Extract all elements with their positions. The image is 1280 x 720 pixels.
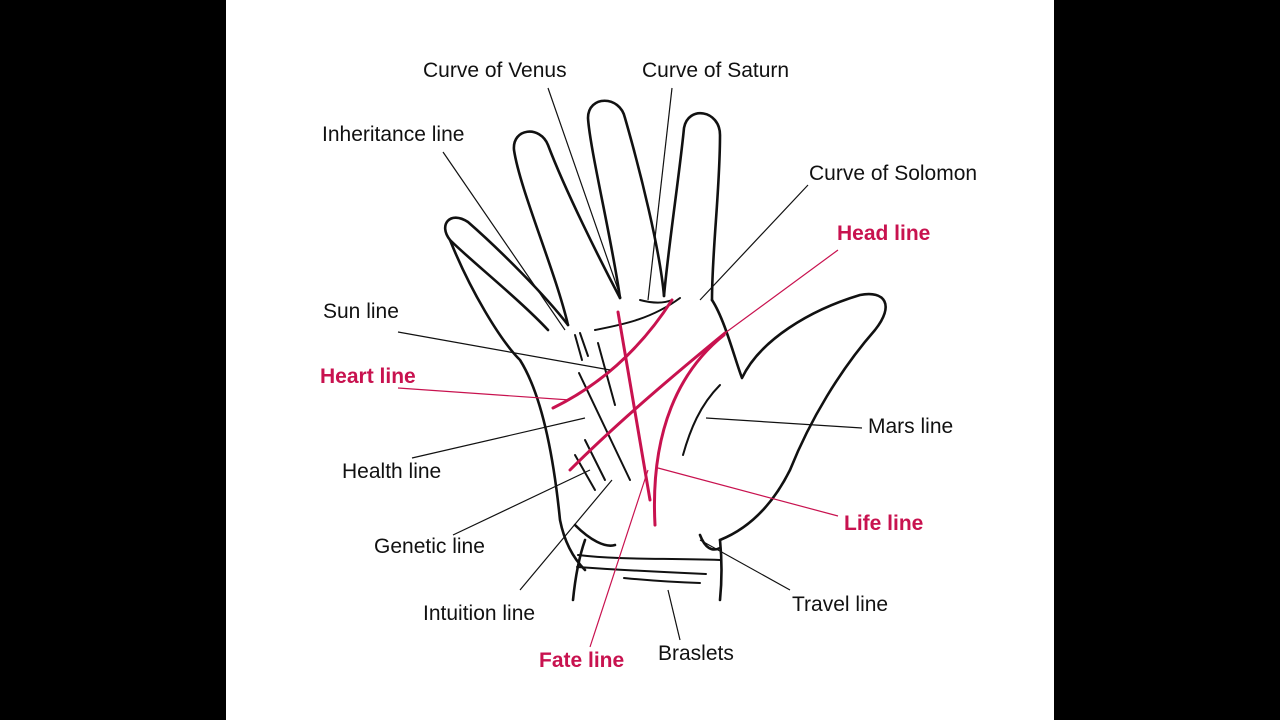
label-curve-of-venus: Curve of Venus <box>423 59 567 82</box>
label-health-line: Health line <box>342 460 442 483</box>
diagram-panel <box>226 0 1054 720</box>
label-sun-line: Sun line <box>323 300 399 323</box>
fate-line-curve <box>616 310 652 502</box>
label-head-line: Head line <box>837 222 931 245</box>
label-mars-line: Mars line <box>868 415 954 438</box>
label-life-line: Life line <box>844 512 924 535</box>
label-curve-of-solomon: Curve of Solomon <box>809 162 978 185</box>
head-line-curve <box>568 331 727 472</box>
label-braslets: Braslets <box>658 642 734 665</box>
black-palm-lines <box>574 297 721 491</box>
label-travel-line: Travel line <box>792 593 889 616</box>
label-inheritance-line: Inheritance line <box>322 123 465 146</box>
label-curve-of-saturn: Curve of Saturn <box>642 59 790 82</box>
label-intuition-line: Intuition line <box>423 602 536 625</box>
label-heart-line: Heart line <box>320 365 416 388</box>
life-line-curve <box>652 333 726 527</box>
hand-outline <box>443 99 887 602</box>
leader-lines <box>397 87 863 648</box>
label-fate-line: Fate line <box>539 649 625 672</box>
label-genetic-line: Genetic line <box>374 535 485 558</box>
